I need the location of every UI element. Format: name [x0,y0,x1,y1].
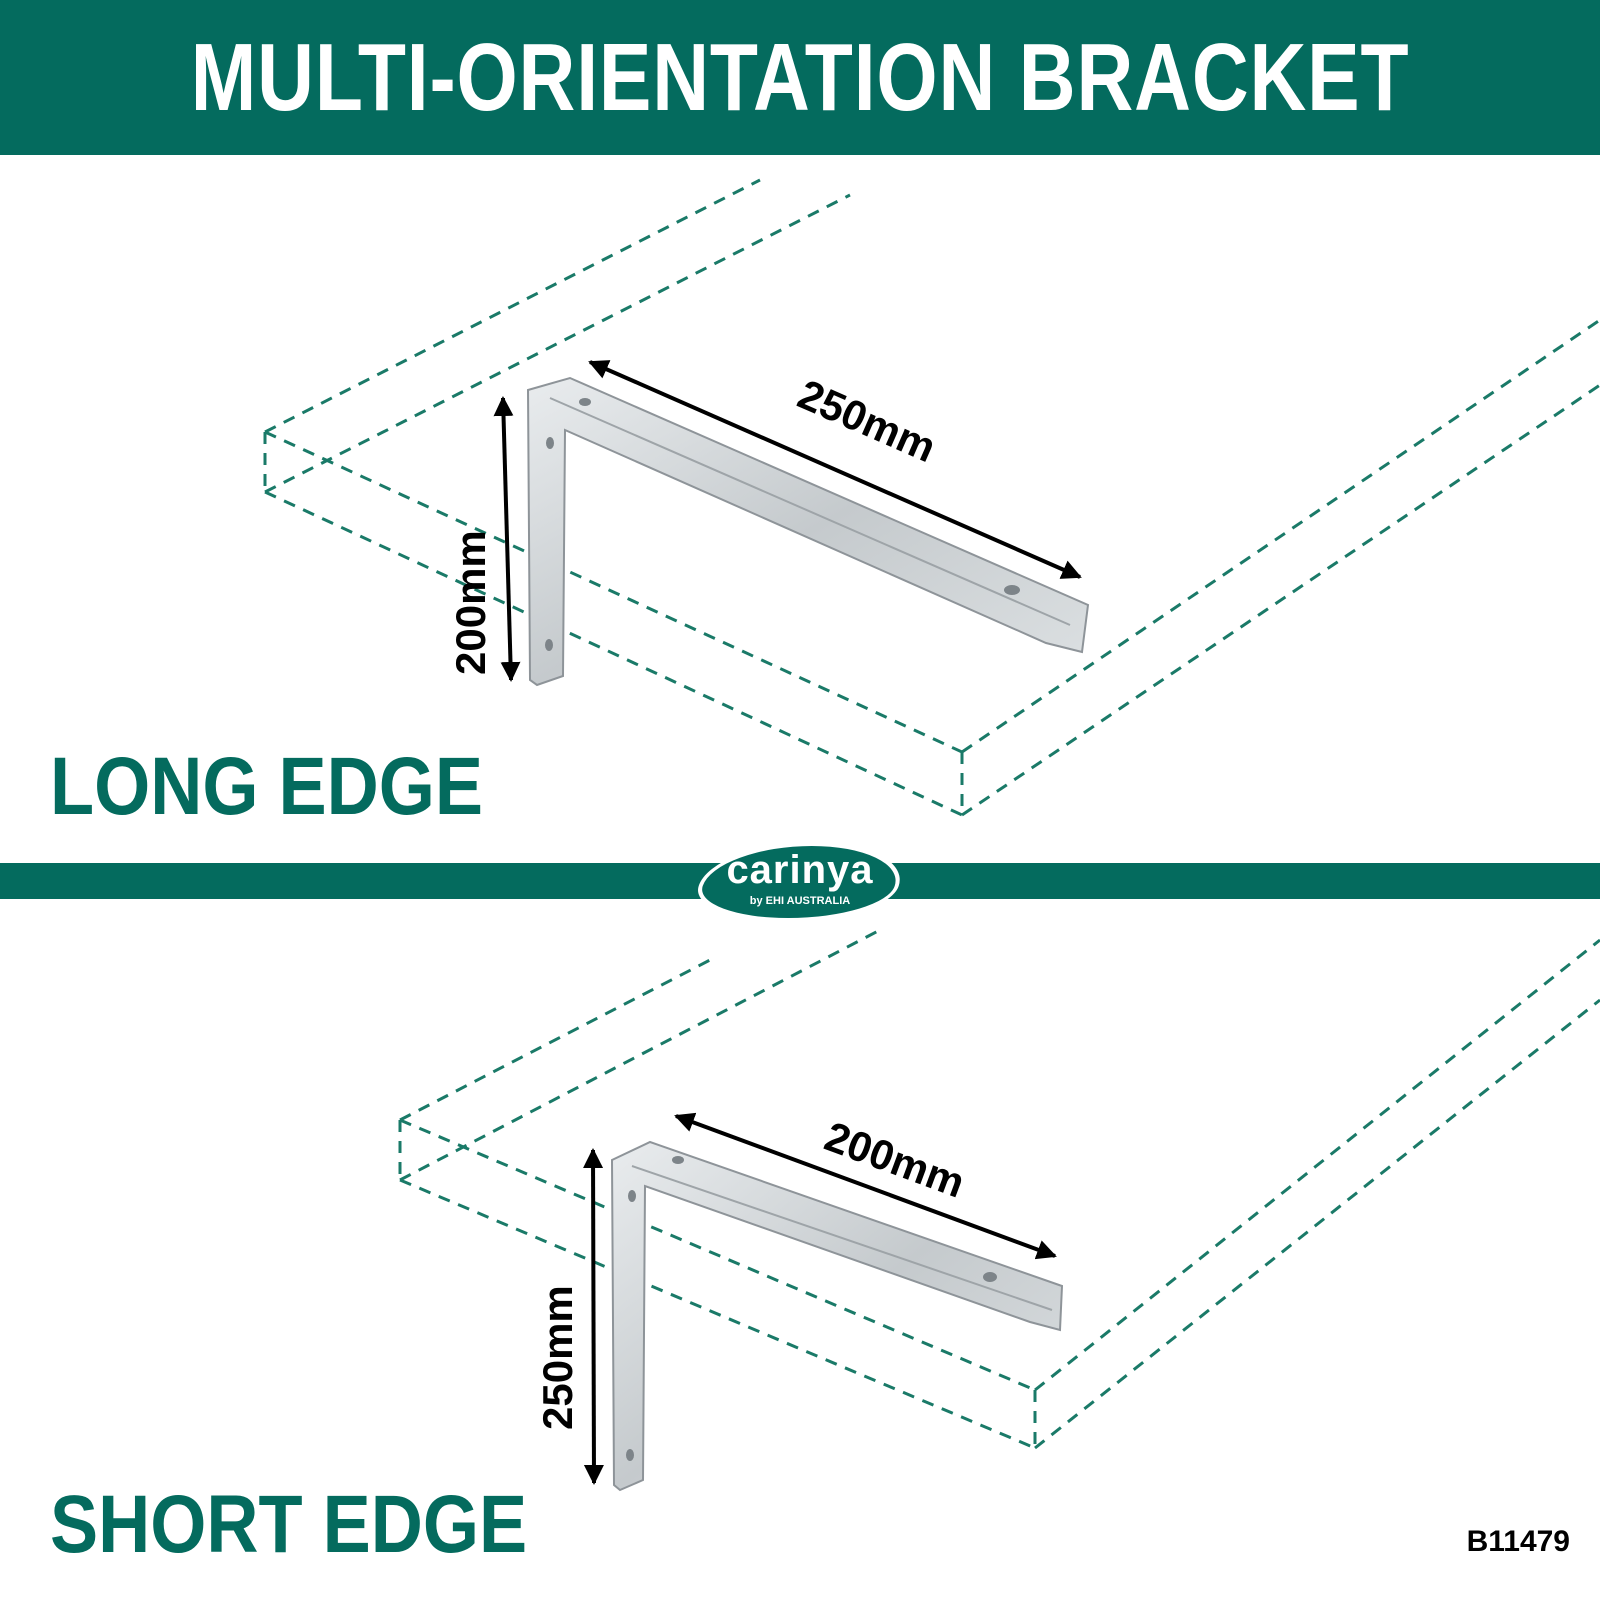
short-edge-bracket [610,1140,1064,1492]
logo-wordmark: carinya [726,848,874,892]
carinya-logo: carinya by EHI AUSTRALIA [687,842,913,922]
screw-hole [672,1156,684,1164]
short-edge-label: SHORT EDGE [50,1479,528,1570]
logo-tagline: by EHI AUSTRALIA [749,895,851,907]
screw-hole [579,398,591,406]
screw-hole [546,437,554,449]
long-edge-vertical-dimension-label: 200mm [447,530,494,675]
screw-hole [628,1190,636,1202]
long-edge-horizontal-dimension-arrow [588,360,1082,579]
product-code: B11479 [1466,1525,1570,1558]
short-edge-horizontal-dimension-arrow [674,1112,1057,1260]
long-edge-shelf-outline [263,178,1600,817]
screw-hole [545,639,553,651]
short-edge-vertical-dimension-label: 250mm [534,1285,581,1430]
short-edge-horizontal-dimension-label: 200mm [819,1112,971,1206]
screw-hole [626,1449,634,1461]
long-edge-label: LONG EDGE [50,741,484,832]
long-edge-vertical-dimension-arrow [493,396,521,682]
title-banner: MULTI-ORIENTATION BRACKET [0,0,1600,155]
page-title: MULTI-ORIENTATION BRACKET [190,23,1410,131]
screw-hole [1004,585,1020,595]
long-edge-horizontal-dimension-label: 250mm [791,370,942,471]
short-edge-vertical-dimension-arrow [583,1148,604,1485]
screw-hole [983,1272,997,1282]
long-edge-bracket [526,376,1090,687]
